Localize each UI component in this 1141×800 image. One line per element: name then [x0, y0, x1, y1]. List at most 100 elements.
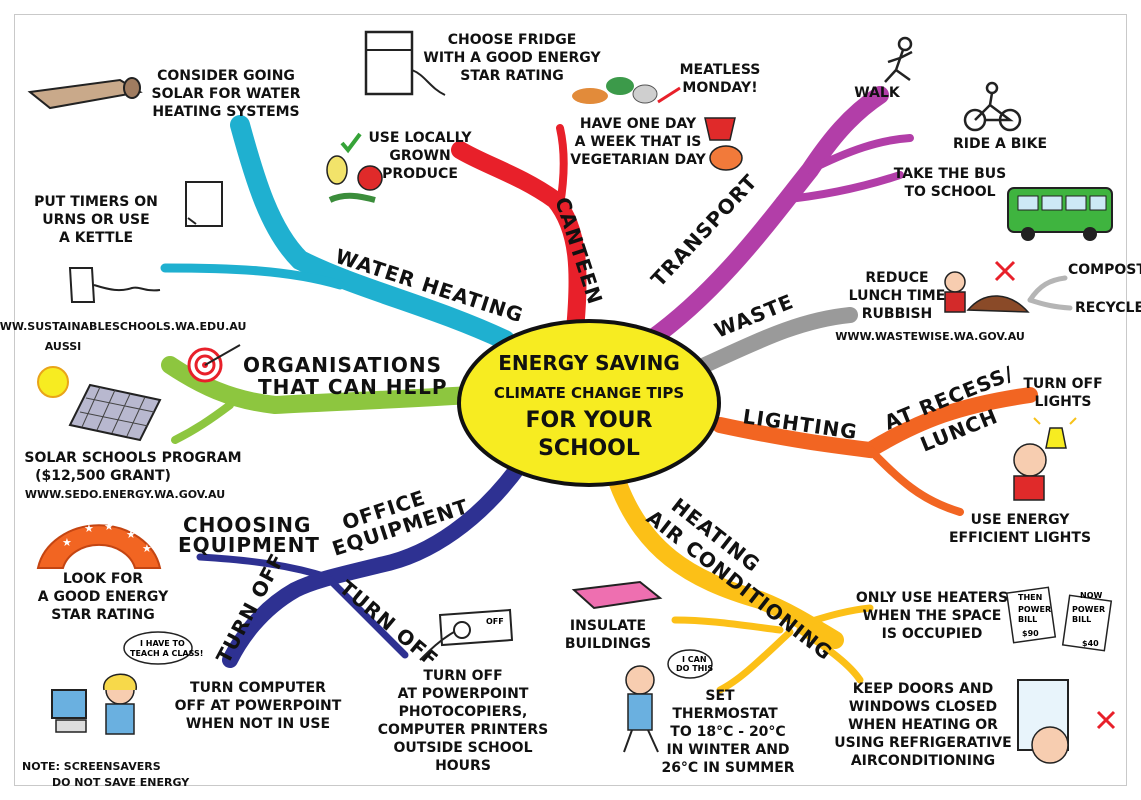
- computer-icon: [51, 689, 87, 733]
- bill-now-amount: $40: [1082, 639, 1099, 648]
- tip-veg-3: VEGETARIAN DAY: [570, 152, 706, 168]
- tip-computer-2: OFF AT POWERPOINT: [175, 698, 342, 714]
- speech-bubble-teacher: [123, 631, 193, 665]
- tip-local-1: USE LOCALLY: [368, 130, 472, 146]
- insulation-icon: [571, 580, 663, 610]
- tip-insulate-2: BUILDINGS: [565, 636, 651, 652]
- label-organisations-2: THAT CAN HELP: [258, 375, 448, 399]
- power-bill-icon: [1005, 586, 1113, 652]
- tip-bike: RIDE A BIKE: [953, 136, 1047, 152]
- tip-turn-off-lights-2: LIGHTS: [1035, 394, 1092, 410]
- star-4-icon: ★: [126, 528, 136, 541]
- tip-meatless-1: MEATLESS: [680, 62, 761, 78]
- bill-now-label: NOW: [1080, 591, 1102, 600]
- tip-photo-5: OUTSIDE SCHOOL: [394, 740, 533, 756]
- star-1-icon: ★: [62, 536, 72, 549]
- tip-solar-1: CONSIDER GOING: [157, 68, 295, 84]
- tip-star-2: A GOOD ENERGY: [38, 589, 169, 605]
- window-face-icon: [1017, 679, 1116, 764]
- label-organisations-1: ORGANISATIONS: [243, 353, 442, 377]
- star-2-icon: ★: [84, 522, 94, 535]
- note-2: DO NOT SAVE ENERGY: [52, 776, 190, 789]
- tip-photo-6: HOURS: [435, 758, 491, 774]
- thermostat-person-icon: [623, 665, 659, 753]
- tip-doors-1: KEEP DOORS AND: [853, 681, 993, 697]
- tip-fridge-1: CHOOSE FRIDGE: [448, 32, 577, 48]
- tip-computer-1: TURN COMPUTER: [190, 680, 326, 696]
- tip-star-1: LOOK FOR: [63, 571, 143, 587]
- bill-then-title-2: BILL: [1018, 615, 1037, 624]
- center-line1: ENERGY SAVING: [498, 351, 679, 375]
- branch-office: [222, 457, 528, 668]
- branch-waste-compost: [1027, 275, 1068, 303]
- label-air-conditioning: AIR CONDITIONING: [642, 505, 837, 665]
- teach-2: TEACH A CLASS!: [130, 649, 203, 658]
- tip-aussi: AUSSI: [45, 340, 82, 353]
- tip-doors-2: WINDOWS CLOSED: [849, 699, 997, 715]
- tip-photo-4: COMPUTER PRINTERS: [378, 722, 548, 738]
- center-ellipse: [457, 319, 721, 487]
- branch-heating-twig2: [796, 626, 864, 684]
- tip-bus-1: TAKE THE BUS: [894, 166, 1006, 182]
- tip-thermo-3: TO 18°C - 20°C: [670, 724, 785, 740]
- label-choosing-2: EQUIPMENT: [178, 533, 320, 557]
- tip-fridge-2: WITH A GOOD ENERGY: [423, 50, 601, 66]
- branch-waste-recycle: [1027, 297, 1073, 311]
- branch-waste: [697, 307, 858, 373]
- tip-doors-4: USING REFRIGERATIVE: [834, 735, 1011, 751]
- tip-timers-2: URNS OR USE: [42, 212, 149, 228]
- branch-organisations: [161, 356, 479, 415]
- tip-photo-3: PHOTOCOPIERS,: [399, 704, 528, 720]
- tip-timers-3: A KETTLE: [59, 230, 133, 246]
- star-5-icon: ★: [142, 542, 152, 555]
- tip-local-3: PRODUCE: [382, 166, 458, 182]
- tip-heaters-3: IS OCCUPIED: [882, 626, 983, 642]
- tip-star-3: STAR RATING: [51, 607, 155, 623]
- branch-water-heating-twig: [160, 263, 345, 290]
- branch-heating-twig3: [671, 616, 784, 634]
- tip-local-2: GROWN: [389, 148, 450, 164]
- branch-office-twig2: [326, 576, 409, 659]
- tip-insulate-1: INSULATE: [570, 618, 646, 634]
- tip-solar-2: SOLAR FOR WATER: [152, 86, 301, 102]
- tip-timers-1: PUT TIMERS ON: [34, 194, 158, 210]
- kettle-icon: [68, 267, 161, 303]
- tip-computer-3: WHEN NOT IN USE: [186, 716, 330, 732]
- tip-photo-1: TURN OFF: [423, 668, 502, 684]
- tip-doors-5: AIRCONDITIONING: [851, 753, 995, 769]
- tip-solar-schools-2: ($12,500 GRANT): [35, 468, 171, 484]
- solar-panel-icon: [68, 383, 162, 442]
- light-bulb-icon: [1013, 417, 1077, 501]
- tip-thermo-5: 26°C IN SUMMER: [661, 760, 794, 776]
- bill-now-title-1: POWER: [1072, 605, 1105, 614]
- center-line4: SCHOOL: [538, 436, 640, 461]
- tip-walk: WALK: [854, 85, 901, 101]
- bill-now-title-2: BILL: [1072, 615, 1091, 624]
- label-choosing-1: CHOOSING: [183, 513, 311, 537]
- tip-rubbish-2: LUNCH TIME: [849, 288, 946, 304]
- walking-person-icon: [884, 36, 913, 83]
- vegetables-icon: [572, 77, 681, 104]
- branch-water-heating: [230, 115, 515, 350]
- powerpoint-icon: [419, 608, 514, 661]
- produce-icon: [326, 132, 383, 203]
- i-can-2: DO THIS: [676, 664, 713, 673]
- center-line3: FOR YOUR: [526, 408, 653, 433]
- branch-heating-twig4: [716, 628, 794, 694]
- tip-recycle: RECYCLE: [1075, 300, 1141, 316]
- tip-solar-schools-1: SOLAR SCHOOLS PROGRAM: [24, 450, 241, 466]
- tip-efficient-2: EFFICIENT LIGHTS: [949, 530, 1091, 546]
- speech-bubble-thermostat: [667, 649, 713, 679]
- tip-photo-2: AT POWERPOINT: [398, 686, 529, 702]
- tip-heaters-1: ONLY USE HEATERS: [856, 590, 1008, 606]
- tip-solar-3: HEATING SYSTEMS: [152, 104, 299, 120]
- border-frame: [14, 14, 1127, 786]
- branch-canteen-twig: [556, 124, 568, 209]
- rubbish-icon: [944, 260, 1030, 313]
- tip-veg-2: A WEEK THAT IS: [575, 134, 702, 150]
- tip-thermo-2: THERMOSTAT: [672, 706, 778, 722]
- tip-sedo-url: WWW.SEDO.ENERGY.WA.GOV.AU: [25, 488, 225, 501]
- tip-thermo-1: SET: [705, 688, 735, 704]
